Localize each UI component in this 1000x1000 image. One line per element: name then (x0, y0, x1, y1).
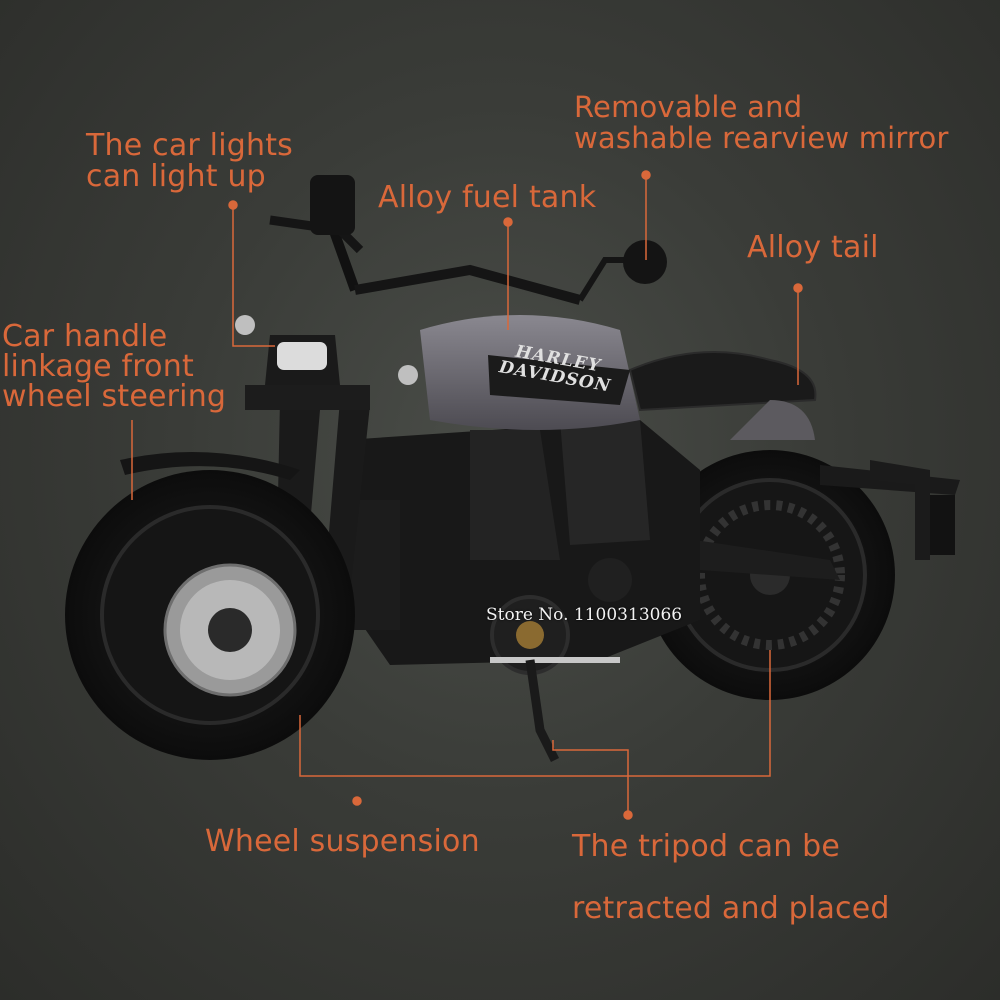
store-watermark: Store No. 1100313066 (486, 605, 683, 625)
callout-mirror-line-1: Removable and (574, 90, 803, 124)
handlebar (269, 175, 667, 305)
callout-handle-line-3: wheel steering (2, 379, 227, 414)
headlight (235, 315, 418, 385)
callout-mirror-line-2: washable rearview mirror (574, 121, 949, 155)
callout-lines (131, 170, 803, 820)
callout-handle: Car handle linkage front wheel steering (2, 322, 226, 412)
callout-handle-line-2: linkage front (2, 349, 194, 384)
callout-mirror: Removable and washable rearview mirror (574, 92, 949, 154)
callout-tripod-line-2: retracted and placed (572, 891, 890, 926)
callout-fuel-tank: Alloy fuel tank (378, 180, 597, 215)
callout-lights-line-1: The car lights (86, 128, 293, 163)
callout-tail: Alloy tail (747, 230, 879, 265)
engine (340, 420, 700, 675)
fuel-tank (420, 315, 640, 430)
callout-lights: The car lights can light up (86, 130, 293, 192)
callout-lights-line-2: can light up (86, 159, 266, 194)
front-wheel (65, 452, 355, 760)
callout-suspension: Wheel suspension (205, 824, 480, 859)
callout-tripod-line-1: The tripod can be (572, 829, 841, 864)
callout-handle-line-1: Car handle (2, 319, 168, 354)
callout-tripod: The tripod can be retracted and placed (572, 816, 890, 940)
